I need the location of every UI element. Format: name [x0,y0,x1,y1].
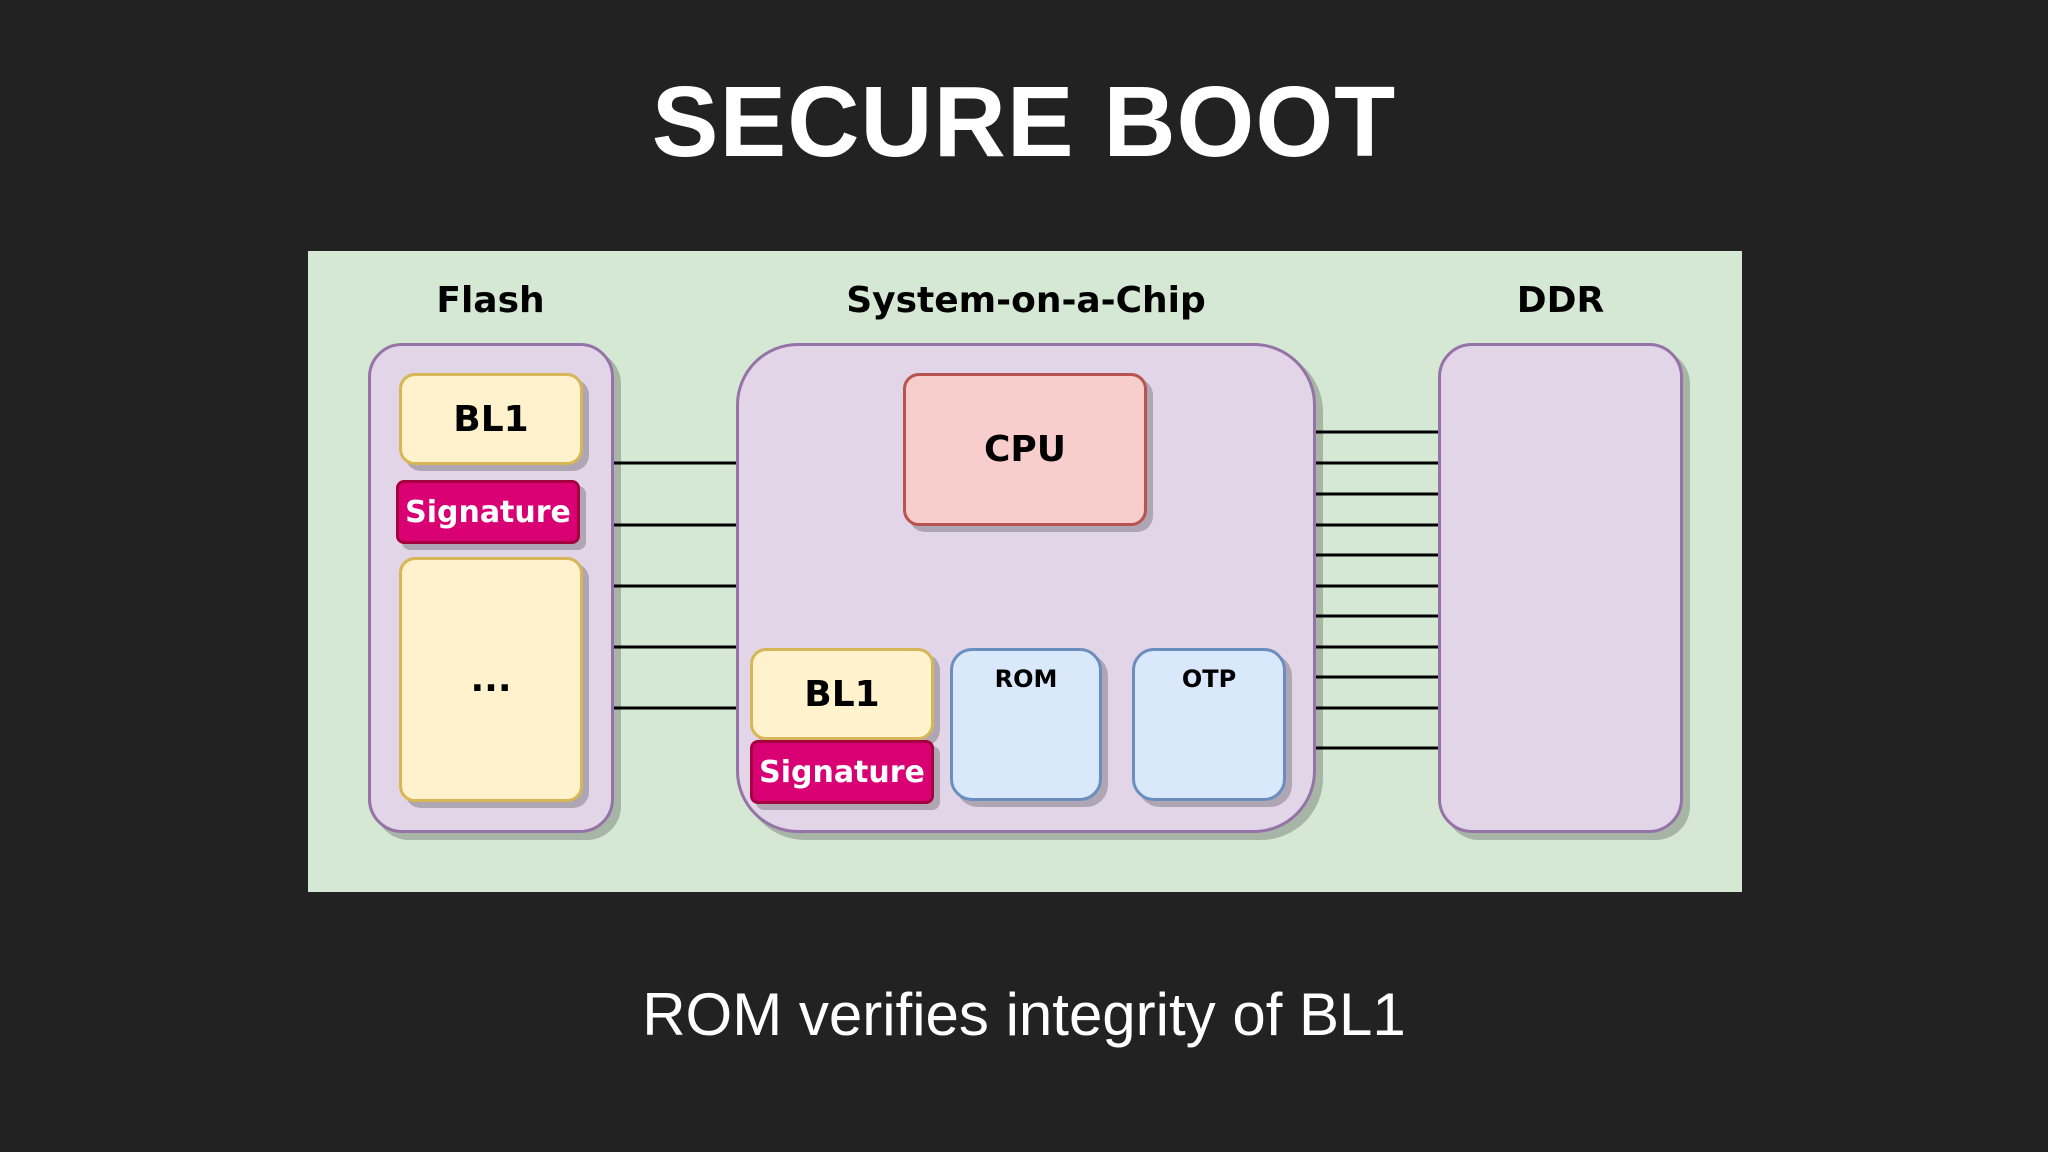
otp-block: OTP [1132,648,1286,801]
soc-bl1-block: BL1 [750,648,934,740]
flash-bl1-block: BL1 [399,373,583,465]
flash-signature-block: Signature [396,480,580,544]
flash-ellipsis-block: ... [399,557,583,802]
cpu-block: CPU [903,373,1147,526]
flash-label: Flash [436,280,545,321]
soc-label: System-on-a-Chip [846,280,1206,321]
slide-title: SECURE BOOT [651,66,1397,178]
slide-caption: ROM verifies integrity of BL1 [642,981,1406,1048]
secure-boot-diagram: Flash System-on-a-Chip DDR BL1 Signature… [308,251,1742,892]
ddr-container [1438,343,1683,833]
soc-signature-block: Signature [750,740,934,804]
rom-block: ROM [950,648,1102,801]
ddr-label: DDR [1516,280,1605,321]
